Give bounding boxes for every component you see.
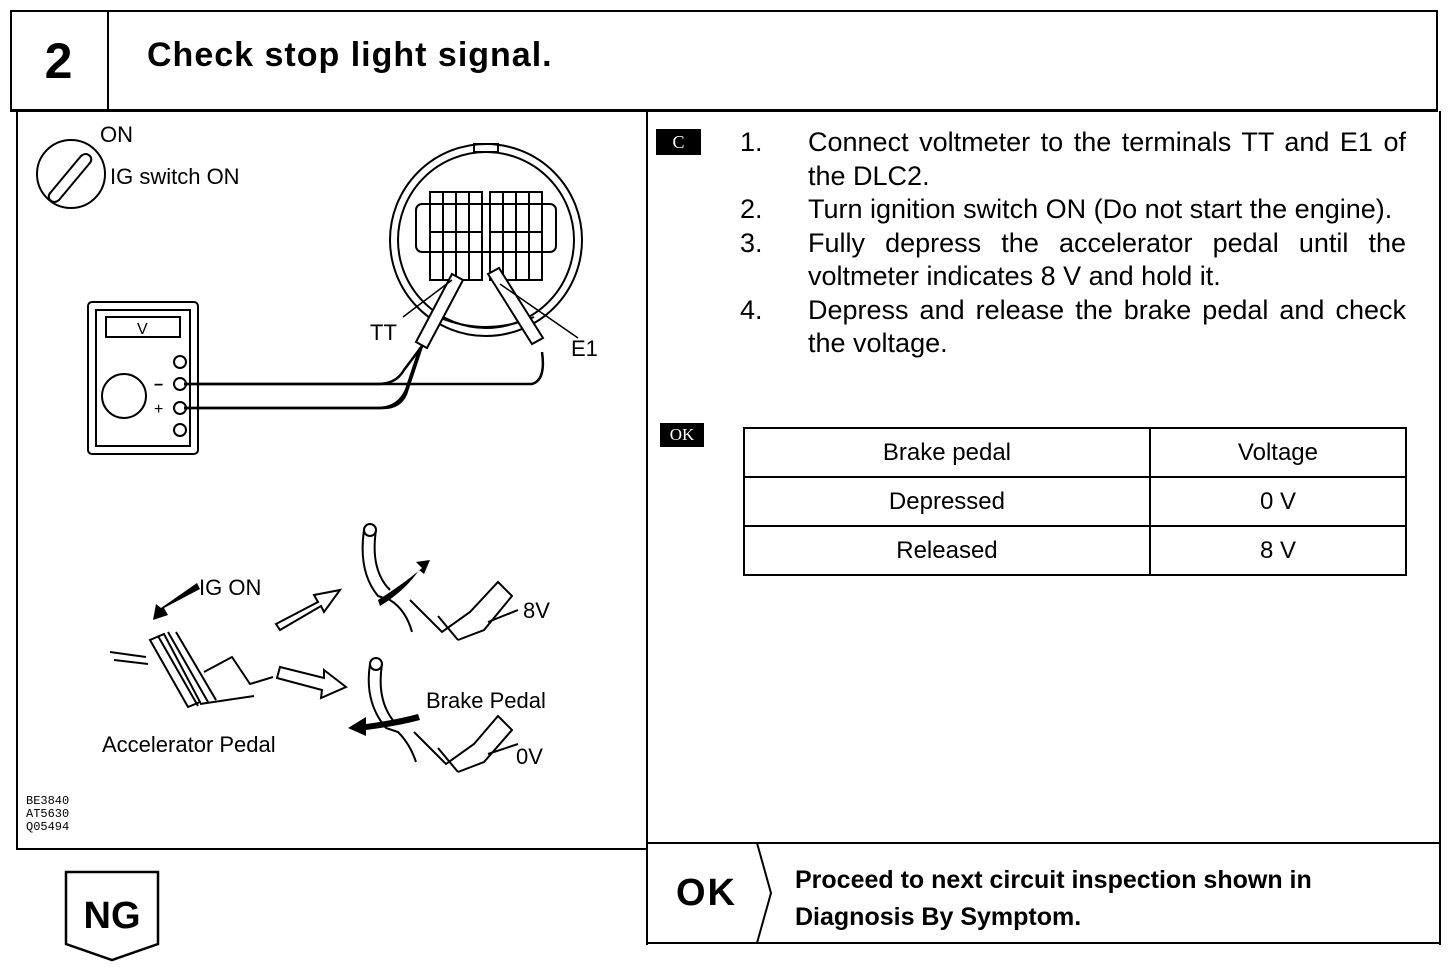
ng-arrow-box: NG: [64, 870, 160, 962]
procedure-steps: 1. Connect voltmeter to the terminals TT…: [740, 126, 1406, 361]
brake-pedal-released-icon: [361, 523, 519, 641]
voltage-spec-table: Brake pedal Voltage Depressed 0 V Releas…: [743, 427, 1408, 576]
frame-left: [10, 10, 12, 111]
step-text: Turn ignition switch ON (Do not start th…: [808, 194, 1393, 224]
voltage-low-label: 0V: [516, 744, 543, 769]
voltage-high-label: 8V: [523, 598, 550, 623]
brake-pedal-label: Brake Pedal: [426, 688, 546, 713]
step-text: Fully depress the accelerator pedal unti…: [808, 227, 1406, 292]
ok-box-top: [646, 842, 1441, 844]
step-number: 2: [44, 32, 73, 89]
switch-state-label: ON: [100, 122, 133, 147]
ok-result-text: Proceed to next circuit inspection shown…: [795, 866, 1312, 931]
test-probes-icon: [414, 266, 545, 350]
right-panel-right: [1439, 111, 1441, 945]
column-header: Voltage: [1148, 427, 1408, 478]
table-header-row: Brake pedal Voltage: [743, 427, 1408, 478]
step-title: Check stop light signal.: [147, 36, 553, 74]
plus-label: +: [154, 401, 163, 418]
procedure-step: 4. Depress and release the brake pedal a…: [740, 294, 1406, 361]
table-cell: 8 V: [1148, 525, 1408, 576]
procedure-step: 3. Fully depress the accelerator pedal u…: [740, 227, 1406, 294]
ig-on-label: IG ON: [199, 575, 261, 600]
step-index: 2.: [740, 194, 763, 224]
table-cell: Released: [743, 525, 1151, 576]
header-divider: [107, 10, 109, 111]
panel-divider: [646, 111, 648, 945]
table-row: Depressed 0 V: [743, 476, 1408, 527]
accelerator-pedal-icon: [109, 631, 274, 709]
step-index: 4.: [740, 294, 763, 325]
left-panel-left: [16, 111, 18, 850]
step-index: 1.: [740, 127, 763, 157]
wiring-illustration: ON IG switch ON TT E1: [36, 122, 598, 773]
ok-box-bottom: [646, 942, 1441, 944]
frame-right: [1436, 10, 1438, 111]
step-text: Depress and release the brake pedal and …: [808, 294, 1406, 359]
table-row: Released 8 V: [743, 525, 1408, 576]
minus-label: −: [154, 377, 163, 394]
left-panel-bottom: [16, 848, 648, 850]
figure-code: Q05494: [26, 820, 70, 834]
terminal-e1-label: E1: [571, 336, 598, 361]
voltmeter-icon: [87, 301, 199, 455]
frame-top: [10, 10, 1438, 12]
column-header: Brake pedal: [743, 427, 1151, 478]
procedure-badge: C: [656, 129, 701, 155]
dlc2-connector-icon: [389, 143, 583, 337]
ok-spec-badge: OK: [660, 423, 704, 447]
accelerator-pedal-label: Accelerator Pedal: [102, 732, 276, 757]
ng-result-label: NG: [84, 895, 141, 937]
ok-result-label: OK: [676, 872, 737, 914]
figure-code: AT5630: [26, 807, 70, 821]
figure-code: BE3840: [26, 794, 70, 808]
figure-codes: BE3840 AT5630 Q05494: [26, 795, 69, 834]
step-index: 3.: [740, 227, 763, 258]
ok-chevron-divider: [756, 843, 773, 943]
voltmeter-unit-label: V: [137, 321, 148, 338]
table-cell: Depressed: [743, 476, 1151, 527]
header-bottom: [10, 109, 1438, 112]
procedure-step: 2. Turn ignition switch ON (Do not start…: [740, 193, 1406, 227]
terminal-tt-label: TT: [370, 320, 397, 345]
table-cell: 0 V: [1148, 476, 1408, 527]
procedure-step: 1. Connect voltmeter to the terminals TT…: [740, 126, 1406, 193]
brake-pedal-depressed-icon: [367, 657, 519, 773]
ignition-switch-icon: [36, 139, 106, 209]
step-text: Connect voltmeter to the terminals TT an…: [808, 127, 1406, 191]
switch-label: IG switch ON: [110, 164, 240, 189]
